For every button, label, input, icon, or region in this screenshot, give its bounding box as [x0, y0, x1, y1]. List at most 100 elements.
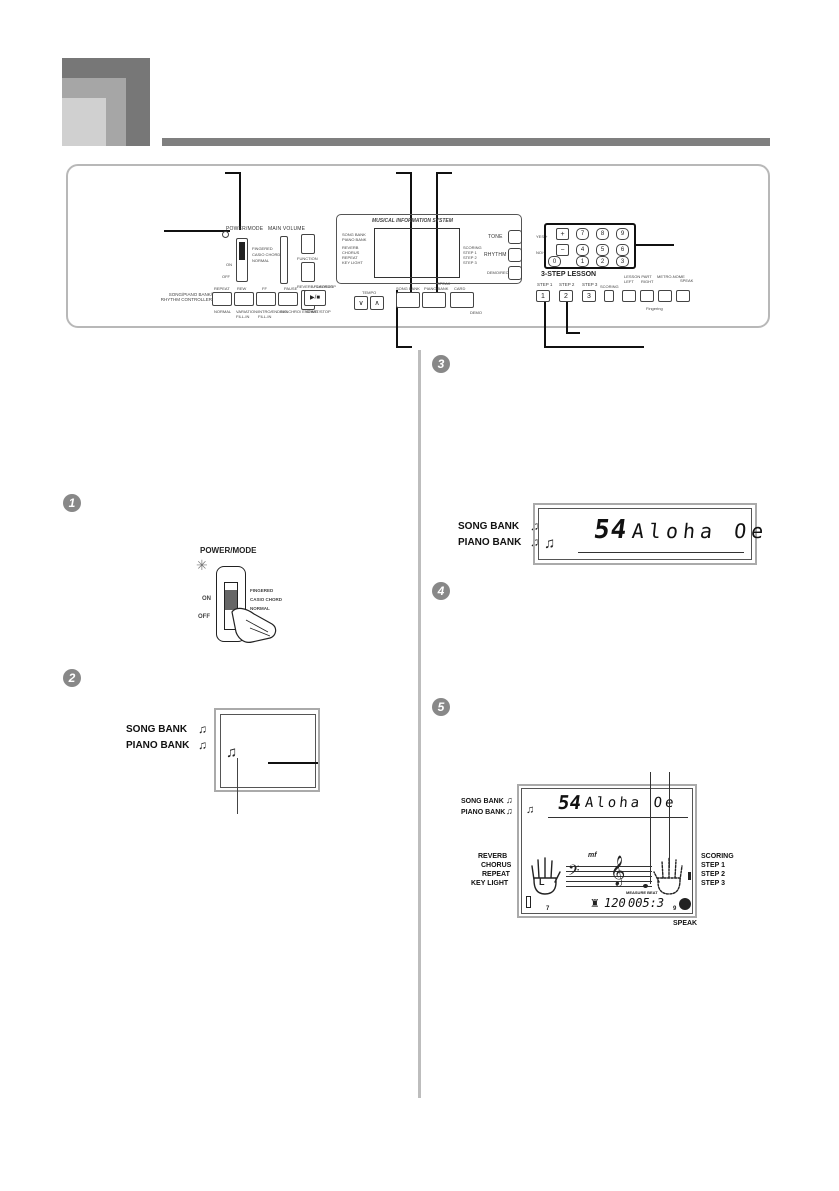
step-number-5: 5 [432, 698, 450, 716]
keyboard-panel-illustration [66, 164, 770, 328]
power-option-fingered: FINGERED [252, 246, 273, 251]
callout-line [634, 244, 674, 246]
minus-button[interactable]: − [556, 244, 569, 256]
play-stop-label: PLAY/STOP [314, 284, 336, 289]
lcd-small-piano-bank: PIANO BANK [126, 740, 190, 751]
song-controller-label: SONG/PIANO BANK/ RHYTHM CONTROLLER [160, 292, 212, 302]
lesson-right-button[interactable] [640, 290, 654, 302]
callout-line [239, 172, 241, 230]
three-step-lesson-label: 3-STEP LESSON [541, 271, 597, 278]
power-on-label: ON [226, 262, 232, 267]
tempo-label: TEMPO [362, 290, 377, 295]
lcd5-step2: STEP 2 [701, 871, 725, 878]
step2-button[interactable]: 2 [559, 290, 573, 302]
lesson-right-label: RIGHT [641, 279, 654, 284]
speak-label: SPEAK [680, 278, 694, 283]
lcd-small-frame [214, 708, 320, 792]
brand-text: MUSICAL INFORMATION SYSTEM [372, 218, 453, 224]
yes-label: YES/+ [536, 234, 548, 239]
callout-line [396, 172, 412, 174]
keypad-1[interactable]: 1 [576, 256, 589, 267]
display-label-song-bank: SONG BANK [342, 232, 366, 237]
lesson-left-button[interactable] [622, 290, 636, 302]
function-button[interactable] [301, 234, 315, 254]
ff-button[interactable] [256, 292, 276, 306]
main-volume-slider[interactable] [280, 236, 288, 284]
demo-record-button[interactable] [508, 266, 522, 280]
card-button[interactable] [450, 292, 474, 308]
tone-button[interactable] [508, 230, 522, 244]
lcd3-underline [578, 552, 744, 553]
power-mode-title: POWER/MODE [200, 546, 257, 555]
rhythm-button[interactable] [508, 248, 522, 262]
no-label: NO/− [536, 250, 546, 255]
keypad-3[interactable]: 3 [616, 256, 629, 267]
piano-bank-button-label: PIANO BANK [424, 286, 449, 291]
tempo-up-button[interactable]: ∧ [370, 296, 384, 310]
keypad-9[interactable]: 9 [616, 228, 629, 240]
lcd3-song-number: 54 [591, 515, 630, 545]
ff-label: FF [262, 286, 267, 291]
left-hand-icon [531, 857, 561, 895]
pause-button[interactable] [278, 292, 298, 306]
keypad-7[interactable]: 7 [576, 228, 589, 240]
step1-button[interactable]: 1 [536, 290, 550, 302]
step2-label: STEP 2 [559, 282, 575, 287]
keypad-8[interactable]: 8 [596, 228, 609, 240]
power-illus-on: ON [202, 596, 211, 602]
lcd5-bottom-left-number: 7 [546, 906, 550, 912]
lcd5-song-number: 54 [556, 792, 583, 814]
keypad-6[interactable]: 6 [616, 244, 629, 256]
pause-label: PAUSE [284, 286, 298, 291]
staff-line [566, 876, 652, 877]
power-switch-slot [224, 582, 238, 630]
rhythm-label: RHYTHM [484, 252, 507, 258]
power-switch-slider[interactable] [225, 590, 237, 610]
power-illus-fingered: FINGERED [250, 588, 274, 593]
lcd5-piano-bank: PIANO BANK [461, 809, 506, 816]
keypad-0[interactable]: 0 [548, 256, 561, 267]
tempo-down-button[interactable]: ∨ [354, 296, 368, 310]
keypad-5[interactable]: 5 [596, 244, 609, 256]
power-illus-off: OFF [198, 614, 210, 620]
scoring-button[interactable] [604, 290, 614, 302]
power-mode-label: POWER/MODE [226, 226, 264, 232]
left-hand-letter: L [539, 877, 545, 887]
power-switch-housing [216, 566, 246, 642]
lcd5-scoring: SCORING [701, 853, 734, 860]
dynamic-marking: mf [588, 852, 597, 859]
power-switch-knob [239, 242, 245, 260]
under-label-intro: INTRO/ENDING [258, 309, 288, 314]
step-number-4: 4 [432, 582, 450, 600]
display-label-step1: STEP 1 [463, 250, 477, 255]
display-label-scoring: SCORING [463, 245, 482, 250]
lcd5-measure-beat: 005:3 [628, 896, 665, 910]
repeat-button[interactable] [212, 292, 232, 306]
step3-button[interactable]: 3 [582, 290, 596, 302]
reverb-chorus-button[interactable] [301, 262, 315, 282]
rew-button[interactable] [234, 292, 254, 306]
play-stop-button[interactable]: ▶/■ [304, 290, 326, 306]
number-keypad-frame [544, 223, 636, 269]
keypad-4[interactable]: 4 [576, 244, 589, 256]
keypad-2[interactable]: 2 [596, 256, 609, 267]
plus-button[interactable]: + [556, 228, 569, 240]
lesson-left-label: LEFT [624, 279, 634, 284]
callout-line [237, 758, 238, 814]
song-bank-button[interactable] [396, 292, 420, 308]
callout-line [544, 290, 546, 348]
callout-line [396, 290, 398, 348]
under-label-variation: VARIATION/ [236, 309, 259, 314]
speak-button[interactable] [676, 290, 690, 302]
lcd5-song-icon: ♫ [526, 804, 535, 816]
pointing-hand-icon [231, 607, 277, 643]
lcd5-song-note-icon: ♫ [506, 795, 513, 805]
callout-line [544, 346, 644, 348]
lcd3-frame [533, 503, 757, 565]
lcd5-step3: STEP 3 [701, 880, 725, 887]
metronome-button[interactable] [658, 290, 672, 302]
piano-bank-button[interactable] [422, 292, 446, 308]
staff-line [566, 871, 652, 872]
power-illus-casio-chord: CASIO CHORD [250, 597, 283, 602]
staff-line [566, 886, 652, 887]
